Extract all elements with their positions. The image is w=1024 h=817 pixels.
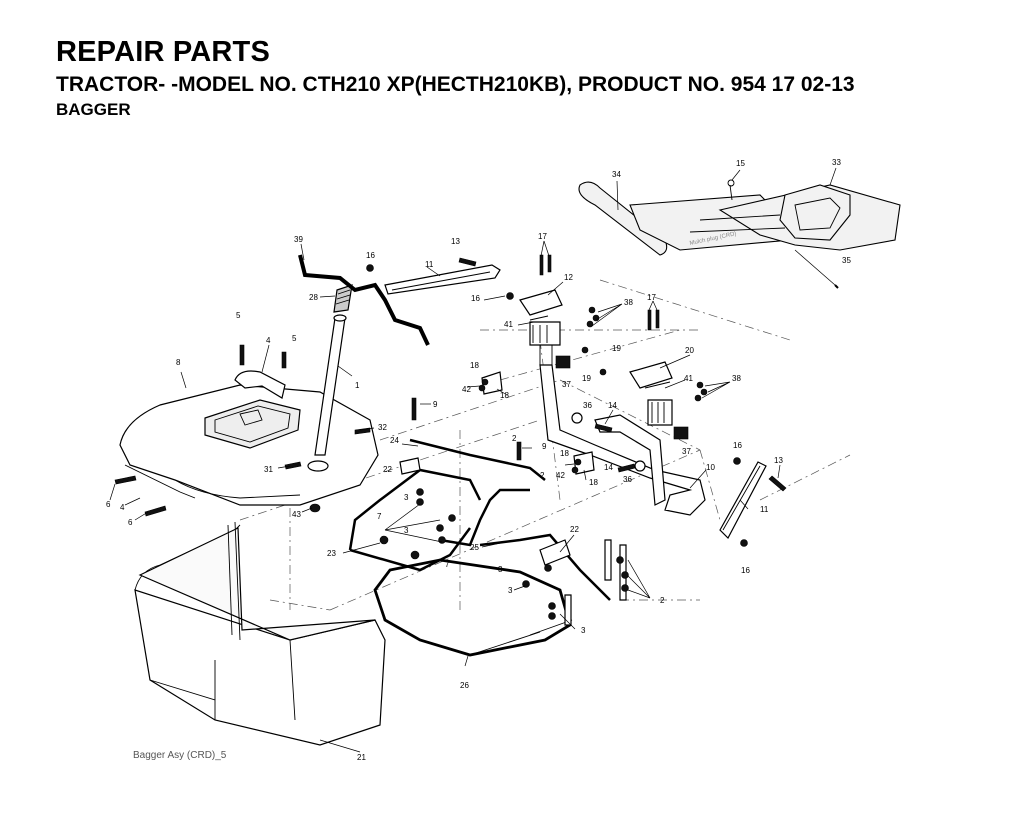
callout-36-2: 36 [623,475,632,484]
callout-6-2: 6 [128,518,133,527]
callout-24: 24 [390,436,399,445]
callout-18-2: 18 [500,391,509,400]
diagram-caption: Bagger Asy (CRD)_5 [133,750,227,761]
callout-38: 38 [624,298,633,307]
callout-42-2: 42 [556,471,565,480]
bagger-cover [119,370,379,506]
part-20-latch [629,361,673,389]
callout-13-2: 13 [774,456,783,465]
callout-3-2: 3 [404,526,409,535]
callout-3-3: 3 [498,565,503,574]
leader-lines [109,167,837,753]
callout-2: 2 [512,434,517,443]
callout-16-3: 16 [733,441,742,450]
callout-15: 15 [736,159,745,168]
callout-20: 20 [685,346,694,355]
callout-numbers: 1222333334455667789910111112131314141516… [106,158,851,762]
callout-25: 25 [470,543,479,552]
callout-16: 16 [366,251,375,260]
callout-37-2: 37 [682,447,691,456]
callout-22-2: 22 [570,525,579,534]
callout-19: 19 [582,374,591,383]
tube-handle [314,284,353,456]
callout-2-2: 2 [540,471,545,480]
callout-34: 34 [612,170,621,179]
callout-38-2: 38 [732,374,741,383]
callout-9-2: 9 [542,442,547,451]
callout-26: 26 [460,681,469,690]
callout-39: 39 [294,235,303,244]
callout-12: 12 [564,273,573,282]
part-11-bracket-upper [384,264,501,295]
part-26-frame [373,558,572,657]
callout-16-4: 16 [741,566,750,575]
part-22-bracket-lower [539,539,571,566]
callout-33: 33 [832,158,841,167]
callout-4-2: 4 [120,503,125,512]
callout-18-3: 18 [560,449,569,458]
page-title: REPAIR PARTS [56,36,271,68]
callout-6: 6 [106,500,111,509]
callout-2-3: 2 [660,596,665,605]
callout-35: 35 [842,256,851,265]
part-39-rod [298,254,430,346]
callout-19-2: 19 [612,344,621,353]
callout-21: 21 [357,753,366,762]
callout-14: 14 [608,401,617,410]
bag [134,521,386,746]
callout-9: 9 [433,400,438,409]
callout-5: 5 [236,311,241,320]
callout-43: 43 [292,510,301,519]
part-22-bracket-upper [399,457,421,475]
part-26-inner [469,619,573,656]
callout-11: 11 [425,260,434,269]
part-37-block-b [673,426,689,440]
callout-14-2: 14 [604,463,613,472]
callout-4: 4 [266,336,271,345]
hardware [114,254,787,620]
part-36-washer-b [634,460,646,472]
callout-36: 36 [583,401,592,410]
callout-7-2: 7 [445,560,450,569]
callout-8: 8 [176,358,181,367]
callout-10: 10 [706,463,715,472]
callout-13: 13 [451,237,460,246]
callout-16-2: 16 [471,294,480,303]
callout-11-2: 11 [760,505,769,514]
callout-28: 28 [309,293,318,302]
callout-18: 18 [470,361,479,370]
callout-23: 23 [327,549,336,558]
callout-41: 41 [504,320,513,329]
callout-17: 17 [538,232,547,241]
callout-7: 7 [377,512,382,521]
model-subtitle: TRACTOR- -MODEL NO. CTH210 XP(HECTH210KB… [56,73,855,96]
part-12-latch [519,289,563,316]
callout-3-5: 3 [581,626,586,635]
callout-41-2: 41 [684,374,693,383]
callout-3: 3 [404,493,409,502]
callout-18-4: 18 [589,478,598,487]
mulch-plug-inset: Mulch plug (CRD) [578,179,901,289]
callout-31: 31 [264,465,273,474]
callout-3-4: 3 [508,586,513,595]
callout-42: 42 [462,385,471,394]
part-37-block-a [555,355,571,369]
callout-22: 22 [383,465,392,474]
callout-37: 37 [562,380,571,389]
part-2-posts [564,539,627,626]
callout-5-2: 5 [292,334,297,343]
callout-32: 32 [378,423,387,432]
part-11-bracket-lower [719,461,767,539]
callout-1: 1 [355,381,360,390]
callout-17-2: 17 [647,293,656,302]
part-36-washer-a [571,412,583,424]
section-heading: BAGGER [56,100,131,119]
part-10-hitch-frame [529,321,706,516]
part-43-knob [309,503,321,513]
